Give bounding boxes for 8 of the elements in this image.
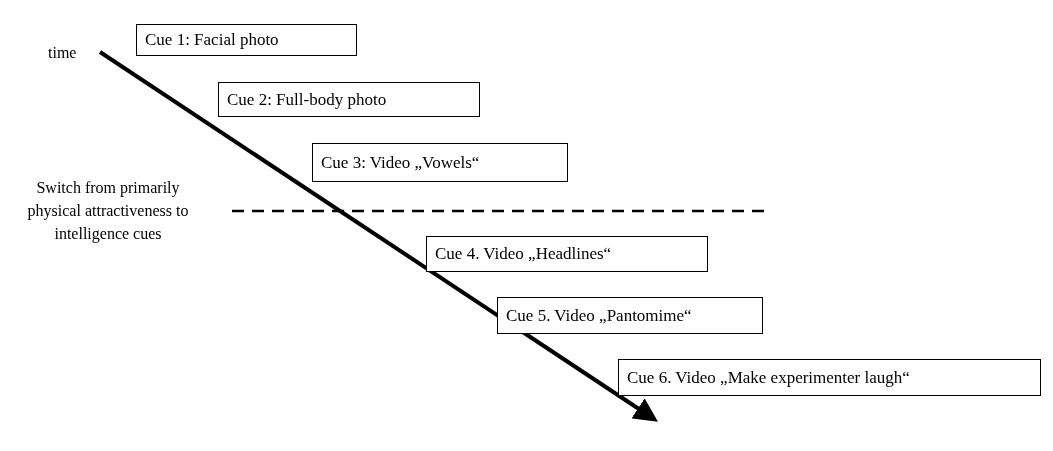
cue-box: Cue 1: Facial photo (136, 24, 357, 56)
axis-label: time (48, 44, 77, 62)
cue-box: Cue 3: Video „Vowels“ (312, 143, 568, 182)
note-text: Switch from primarily physical attractiveness to intelligence cues (26, 178, 190, 245)
cue-box: Cue 4. Video „Headlines“ (426, 236, 708, 272)
cue-box: Cue 5. Video „Pantomime“ (497, 297, 763, 334)
cue-box: Cue 2: Full-body photo (218, 82, 480, 117)
cue-box: Cue 6. Video „Make experimenter laugh“ (618, 359, 1041, 396)
